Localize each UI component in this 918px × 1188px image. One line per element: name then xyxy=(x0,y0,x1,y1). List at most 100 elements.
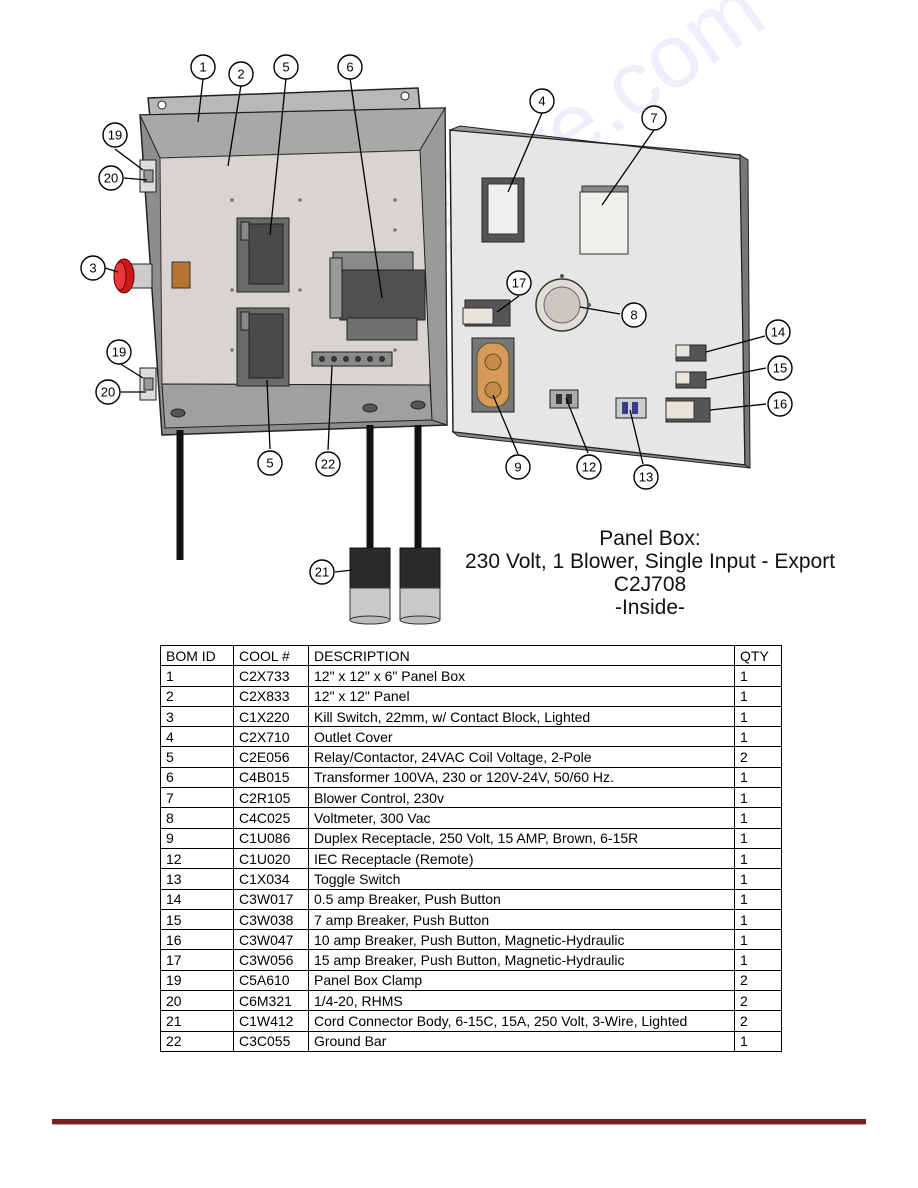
callout-16: 16 xyxy=(773,397,787,412)
relay-contactor xyxy=(236,217,290,387)
bom-id-cell: 15 xyxy=(160,908,234,931)
callout-5a: 5 xyxy=(282,60,289,75)
callout-14: 14 xyxy=(771,325,785,340)
iec-receptacle xyxy=(549,389,579,409)
bom-description-cell: 12" x 12" x 6" Panel Box xyxy=(308,665,735,687)
callout-19a: 19 xyxy=(108,128,122,143)
bom-id-cell: 13 xyxy=(160,868,234,890)
bom-id-cell: 4 xyxy=(160,726,234,748)
bom-cool-cell: C2R105 xyxy=(233,787,309,809)
bom-qty-cell: 1 xyxy=(734,929,782,951)
callout-4: 4 xyxy=(538,94,545,109)
breaker-0-5-amp xyxy=(675,344,707,362)
breaker-10-amp xyxy=(665,397,711,423)
callouts xyxy=(80,54,793,585)
bom-cool-cell: C1W412 xyxy=(233,1010,309,1032)
bom-cool-cell: C5A610 xyxy=(233,969,309,992)
bom-cool-cell: C4B015 xyxy=(233,766,309,789)
breaker-7-amp xyxy=(675,371,707,389)
bom-cool-cell: C4C025 xyxy=(233,807,309,829)
bom-header-id: BOM ID xyxy=(160,644,234,667)
bom-cool-cell: C2X833 xyxy=(233,685,309,707)
bom-description-cell: Relay/Contactor, 24VAC Coil Voltage, 2-P… xyxy=(308,746,735,768)
bom-description-cell: 0.5 amp Breaker, Push Button xyxy=(308,888,735,910)
bom-description-cell: 1/4-20, RHMS xyxy=(308,990,735,1012)
bom-qty-cell: 1 xyxy=(734,766,782,789)
bom-cool-cell: C2X710 xyxy=(233,726,309,748)
bom-id-cell: 6 xyxy=(160,766,234,789)
duplex-receptacle xyxy=(471,337,515,413)
bom-description-cell: Ground Bar xyxy=(308,1030,735,1052)
title-line-1: Panel Box: xyxy=(599,527,701,550)
callout-15: 15 xyxy=(773,361,787,376)
callout-13: 13 xyxy=(639,470,653,485)
bom-description-cell: 10 amp Breaker, Push Button, Magnetic-Hy… xyxy=(308,929,735,951)
bom-qty-cell: 1 xyxy=(734,665,782,687)
bom-qty-cell: 1 xyxy=(734,847,782,870)
toggle-switch xyxy=(615,397,647,419)
bom-qty-cell: 1 xyxy=(734,949,782,971)
leader-lines xyxy=(104,77,767,573)
bom-description-cell: Voltmeter, 300 Vac xyxy=(308,807,735,829)
bom-description-cell: Kill Switch, 22mm, w/ Contact Block, Lig… xyxy=(308,705,735,728)
bom-id-cell: 20 xyxy=(160,990,234,1012)
bom-id-cell: 14 xyxy=(160,888,234,910)
bom-cool-cell: C1U020 xyxy=(233,847,309,870)
bom-description-cell: 15 amp Breaker, Push Button, Magnetic-Hy… xyxy=(308,949,735,971)
bom-description-cell: Panel Box Clamp xyxy=(308,969,735,992)
bom-qty-cell: 1 xyxy=(734,787,782,809)
callout-2: 2 xyxy=(237,67,244,82)
bom-cool-cell: C2E056 xyxy=(233,746,309,768)
bom-cool-cell: C3W017 xyxy=(233,888,309,910)
bom-id-cell: 7 xyxy=(160,787,234,809)
callout-22: 22 xyxy=(321,457,335,472)
bom-id-cell: 8 xyxy=(160,807,234,829)
bom-id-cell: 5 xyxy=(160,746,234,768)
kill-switch xyxy=(113,258,153,294)
panel-box-diagram: 1 2 5 6 4 7 19 20 3 19 20 17 8 9 12 13 1… xyxy=(80,54,793,625)
callout-9: 9 xyxy=(514,460,521,475)
blower-control xyxy=(579,185,629,255)
title-line-3: C2J708 xyxy=(613,573,687,596)
power-cords xyxy=(176,425,422,560)
transformer xyxy=(329,251,426,341)
bom-header-row: BOM ID COOL # DESCRIPTION QTY xyxy=(160,644,782,667)
bom-header-description: DESCRIPTION xyxy=(308,644,735,667)
callout-7: 7 xyxy=(650,111,657,126)
bom-cool-cell: C1X034 xyxy=(233,868,309,890)
bom-qty-cell: 1 xyxy=(734,827,782,849)
callout-8: 8 xyxy=(630,308,637,323)
breaker-15-amp xyxy=(462,299,511,327)
callout-17: 17 xyxy=(512,276,526,291)
bom-cool-cell: C6M321 xyxy=(233,990,309,1012)
bom-id-cell: 16 xyxy=(160,929,234,951)
bom-id-cell: 12 xyxy=(160,847,234,870)
bom-id-cell: 9 xyxy=(160,827,234,849)
callout-5b: 5 xyxy=(266,456,273,471)
bom-cool-cell: C1X220 xyxy=(233,705,309,728)
bom-qty-cell: 1 xyxy=(734,908,782,931)
bom-qty-cell: 1 xyxy=(734,888,782,910)
callout-1: 1 xyxy=(199,60,206,75)
bom-description-cell: Outlet Cover xyxy=(308,726,735,748)
bom-qty-cell: 1 xyxy=(734,726,782,748)
bom-header-qty: QTY xyxy=(734,644,782,667)
bom-id-cell: 17 xyxy=(160,949,234,971)
bom-id-cell: 2 xyxy=(160,685,234,707)
bom-id-cell: 3 xyxy=(160,705,234,728)
bom-id-cell: 1 xyxy=(160,665,234,687)
